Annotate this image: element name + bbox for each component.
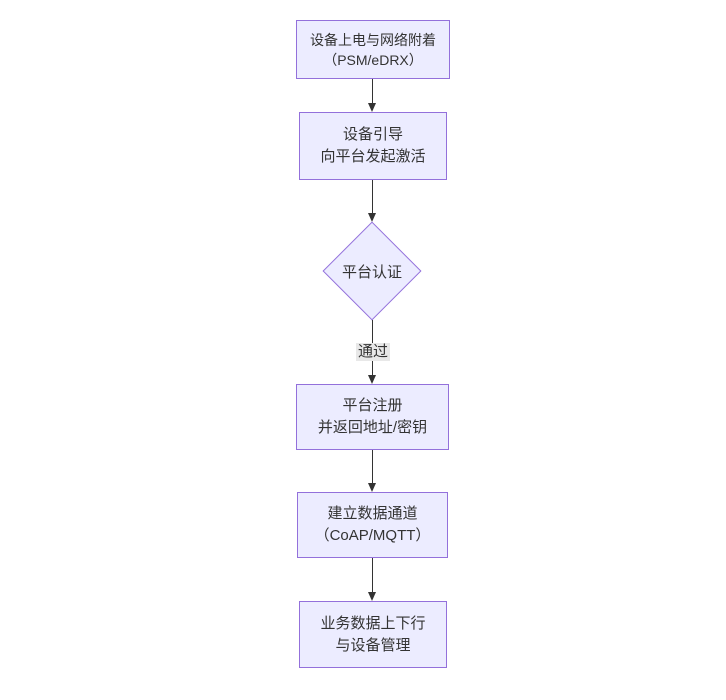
node-data-channel-line1: 建立数据通道 [327,505,418,522]
arrowhead-down-icon [368,103,376,112]
arrowhead-down-icon [368,375,376,384]
edge-register-to-channel [367,450,378,492]
node-bootstrap-line2: 向平台发起激活 [320,148,426,165]
arrowhead-down-icon [368,592,376,601]
edge-line [372,558,373,593]
edge-line [372,79,373,104]
node-business: 业务数据上下行 与设备管理 [299,601,447,668]
arrowhead-down-icon [368,483,376,492]
node-register-line1: 平台注册 [342,397,403,414]
edge-bootstrap-to-auth [367,180,378,222]
node-auth-label: 平台认证 [341,263,402,281]
node-data-channel-line2: （CoAP/MQTT） [314,527,431,544]
node-business-line2: 与设备管理 [335,636,411,654]
node-power-attach-line1: 设备上电与网络附着 [310,31,436,48]
node-power-attach: 设备上电与网络附着 （PSM/eDRX） [296,20,450,79]
node-data-channel: 建立数据通道 （CoAP/MQTT） [297,492,448,558]
node-power-attach-line2: （PSM/eDRX） [323,51,423,68]
node-bootstrap-line1: 设备引导 [342,126,403,143]
node-register: 平台注册 并返回地址/密钥 [296,384,449,450]
edge-line [372,450,373,484]
node-register-line2: 并返回地址/密钥 [317,419,428,436]
edge-label-pass: 通过 [355,343,391,361]
edge-power-to-bootstrap [367,79,378,112]
node-auth-decision: 平台认证 [322,221,422,321]
node-bootstrap: 设备引导 向平台发起激活 [299,112,447,180]
edge-channel-to-business [367,558,378,601]
node-business-line1: 业务数据上下行 [320,614,426,632]
edge-line [372,180,373,214]
arrowhead-down-icon [368,213,376,222]
